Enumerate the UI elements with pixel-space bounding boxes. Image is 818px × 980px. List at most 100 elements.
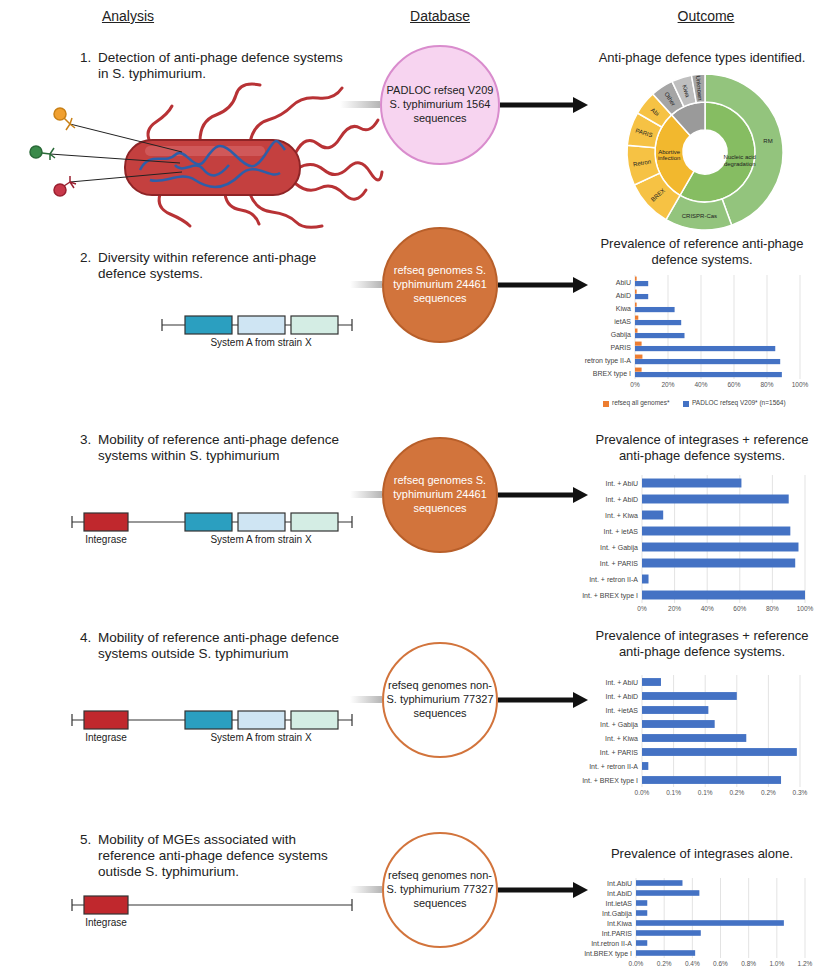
bar (642, 706, 708, 714)
axis-label: Int. + BREX type I (582, 777, 638, 784)
arrow-connector (498, 692, 588, 708)
arrow-head (573, 692, 588, 708)
database-text: refseq genomes S. typhimurium 24461 sequ… (386, 474, 494, 515)
flagella (296, 120, 378, 152)
column-header: Outcome (678, 8, 735, 25)
gene-map (162, 316, 352, 334)
axis-label: Int. + BREX type I (582, 592, 638, 599)
bar (636, 920, 784, 926)
bar (635, 329, 637, 333)
bar (636, 890, 699, 896)
fade-line (340, 101, 382, 893)
axis-label: Int. +ietAS (606, 707, 639, 714)
phage-leader (50, 124, 182, 182)
axis-label: PARIS (611, 343, 632, 350)
database-text: refseq genomes non-S. typhimurium 77327 … (386, 679, 494, 720)
dna-strand (150, 169, 280, 187)
tick-label: 0.2% (761, 790, 776, 797)
bacterium-body (125, 140, 300, 195)
bar (642, 720, 715, 728)
gene-map (291, 513, 338, 531)
flagella (200, 84, 260, 141)
gene-map (238, 316, 285, 334)
grid-line (664, 878, 665, 958)
fade-line (350, 886, 382, 893)
legend-swatch (683, 401, 689, 407)
gene-label: System A from strain X (210, 732, 311, 744)
tick-label: 0.2% (729, 790, 744, 797)
grid-line (636, 878, 637, 958)
bar (636, 940, 647, 946)
bar (635, 346, 775, 351)
axis-label: retron type II-A (585, 356, 631, 363)
axis-label: Kiwa (616, 304, 631, 311)
bar (642, 762, 648, 770)
tick-label: 1.2% (798, 961, 813, 968)
flagella (159, 194, 190, 226)
step-number: 4. (80, 630, 91, 646)
axis-label: Int. + PARIS (600, 560, 638, 567)
outcome-panel: Prevalence of reference anti-phage defen… (588, 236, 816, 416)
axis-label: Int. + Gabija (600, 544, 638, 551)
axis-label: Int. + retron II-A (589, 576, 638, 583)
column-header: Database (410, 8, 470, 25)
outcome-panel: Anti-phage defence types identified. (588, 50, 816, 232)
grid-line (720, 878, 721, 958)
tick-label: 0.3% (793, 790, 808, 797)
tick-label: 40% (694, 382, 707, 389)
gene-label: System A from strain X (210, 337, 311, 349)
arrow-head (573, 277, 588, 293)
axis-label: Int.AbiD (607, 890, 632, 897)
gene-map (72, 896, 352, 914)
dna-strand (140, 141, 285, 187)
step-number: 2. (80, 250, 91, 266)
tick-label: 100% (797, 606, 814, 613)
phage-orange (54, 108, 75, 130)
flagella (225, 194, 259, 224)
axis-label: Int. + AbiU (606, 480, 639, 487)
bar (636, 930, 701, 936)
gene-map (238, 711, 285, 729)
tick-label: 0% (630, 382, 639, 389)
bar (642, 776, 781, 784)
bar (635, 303, 637, 307)
axis-label: Int. + retron II-A (589, 763, 638, 770)
bar (635, 316, 638, 320)
tick-label: 100% (792, 382, 809, 389)
arrow-head (573, 97, 588, 113)
bar (636, 900, 647, 906)
bar (635, 290, 637, 294)
axis-label: Int.ietAS (606, 900, 632, 907)
axis-label: Int.AbiU (607, 880, 632, 887)
axis-label: Int.Gabija (602, 910, 632, 917)
axis-label: Int. + Gabija (600, 721, 638, 728)
gene-map (72, 711, 352, 729)
tick-label: 0.6% (713, 961, 728, 968)
tick-label: 60% (727, 382, 740, 389)
bar (642, 591, 805, 600)
gene-map (72, 513, 352, 531)
grid-line (800, 275, 801, 379)
arrow-head (573, 487, 588, 503)
grid-line (736, 675, 737, 787)
bar (635, 372, 782, 377)
phage-leader (70, 172, 182, 182)
step-text: Diversity within reference anti-phage de… (98, 250, 343, 282)
tick-label: 0.0% (629, 961, 644, 968)
phage-orange (64, 118, 75, 130)
sunburst-slice (691, 74, 705, 103)
grid-line (800, 675, 801, 787)
axis-label: Int. + AbiD (606, 496, 639, 503)
bar (635, 359, 780, 364)
grid-line (674, 475, 675, 603)
arrow-line (498, 283, 575, 288)
outcome-title: Prevalence of integrases + reference ant… (591, 628, 813, 659)
outcome-panel: Prevalence of integrases + reference ant… (588, 432, 816, 617)
tick-label: 0.2% (657, 961, 672, 968)
step-number: 5. (80, 832, 91, 848)
bar (642, 543, 798, 552)
bar (642, 527, 790, 536)
axis-label: ietAS (614, 317, 631, 324)
gene-map (84, 513, 128, 531)
tick-label: 20% (668, 606, 681, 613)
